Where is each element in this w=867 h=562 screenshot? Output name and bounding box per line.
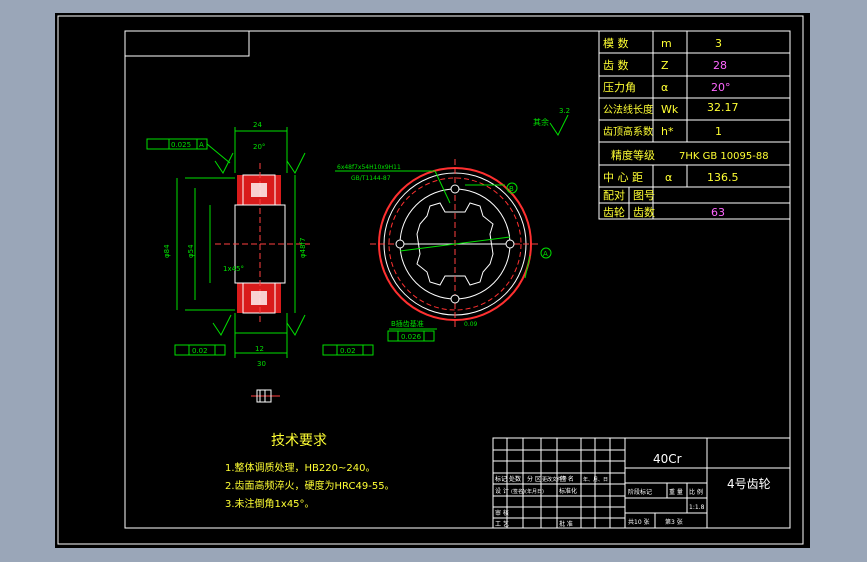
- svg-text:24: 24: [253, 121, 262, 129]
- designer-signature: (签名): [511, 488, 525, 495]
- cad-viewport: 模 数 m 3 齿 数 Z 28 压力角 α 20° 公法线长度 Wk 32.1…: [55, 13, 810, 548]
- param-label: 模 数: [603, 37, 629, 50]
- runout-tolerance: 0.025: [171, 141, 191, 149]
- param-label: 压力角: [603, 81, 636, 94]
- center-distance-value: 136.5: [707, 171, 739, 184]
- designer-label: 设 计: [495, 487, 509, 495]
- bottom-tolerance-right: 0.02: [340, 347, 356, 355]
- standardization-label: 标准化: [559, 487, 577, 495]
- svg-text:0.09: 0.09: [464, 321, 478, 328]
- mating-teeth-value: 63: [711, 206, 725, 219]
- section-view: 24 20° 12 30 1x45° φ84 φ54 φ48f7 0.025 A…: [146, 107, 570, 368]
- parameter-table: 模 数 m 3 齿 数 Z 28 压力角 α 20° 公法线长度 Wk 32.1…: [598, 30, 791, 220]
- title-block: 标记 处数 分 区 更改文件号 签 名 年、月、日 设 计 (签名) (年月日)…: [492, 437, 791, 529]
- b-gear-reference: B插齿基准: [391, 319, 424, 328]
- corner-box: [124, 30, 250, 57]
- technical-requirements: 技术要求 1.整体调质处理，HB220~240。 2.齿面高频淬火，硬度为HRC…: [225, 433, 395, 510]
- param-value: 1: [715, 125, 722, 138]
- tech-item: 1.整体调质处理，HB220~240。: [225, 461, 375, 474]
- approve-label: 批 准: [559, 520, 573, 528]
- spline-standard: GB/T1144-87: [351, 175, 391, 182]
- param-label: 齿 数: [603, 59, 629, 72]
- center-distance-symbol: α: [665, 171, 672, 184]
- param-value: 3: [715, 37, 722, 50]
- svg-text:φ48f7: φ48f7: [299, 238, 307, 258]
- spline-label: 6x48f7x54H10x9H11: [337, 164, 401, 171]
- param-symbol: m: [661, 37, 672, 50]
- param-symbol: Wk: [661, 103, 679, 116]
- tech-title: 技术要求: [271, 433, 327, 449]
- tech-item: 3.未注倒角1x45°。: [225, 497, 315, 510]
- mating-label: 配对: [603, 188, 625, 202]
- tech-item: 2.齿面高频淬火，硬度为HRC49-55。: [225, 479, 395, 492]
- side-view: B A 6x48f7x54H10x9H11 GB/T1144-87 B插齿基准 …: [335, 159, 552, 342]
- svg-text:30: 30: [257, 360, 266, 368]
- datum-a-circle-label: A: [543, 250, 548, 258]
- scale-label: 比 例: [689, 488, 703, 496]
- title-header-cell: 签 名: [560, 475, 574, 483]
- precision-label: 精度等级: [611, 148, 655, 162]
- param-value: 28: [713, 59, 727, 72]
- title-header-cell: 处数: [509, 475, 521, 483]
- title-header-cell: 更改文件号: [542, 476, 567, 483]
- param-symbol: α: [661, 81, 668, 94]
- material: 40Cr: [653, 452, 682, 466]
- title-header-cell: 分 区: [527, 475, 541, 483]
- stage-label: 阶段标记: [628, 488, 652, 496]
- svg-text:12: 12: [255, 345, 264, 353]
- other-surfaces-note: 其余: [533, 117, 549, 127]
- small-part-symbol: [251, 389, 280, 403]
- mating-teeth-label: 齿轮: [603, 205, 625, 219]
- center-distance-label: 中 心 距: [603, 171, 643, 184]
- drawing-canvas: 模 数 m 3 齿 数 Z 28 压力角 α 20° 公法线长度 Wk 32.1…: [57, 15, 804, 545]
- param-value: 20°: [711, 81, 731, 94]
- sheet-number: 第3 张: [665, 518, 683, 526]
- weight-label: 重 量: [669, 488, 683, 496]
- param-symbol: Z: [661, 59, 669, 72]
- sheet-total: 共10 张: [628, 518, 650, 526]
- param-symbol: h*: [661, 125, 674, 138]
- precision-value: 7HK GB 10095-88: [679, 151, 769, 162]
- side-tolerance: 0.026: [401, 333, 422, 341]
- datum-a-label: A: [199, 141, 204, 149]
- datum-b-circle-label: B: [509, 185, 514, 193]
- svg-text:φ84: φ84: [163, 244, 171, 258]
- scale-value: 1:1.8: [689, 504, 705, 511]
- bottom-tolerance-left: 0.02: [192, 347, 208, 355]
- svg-text:1x45°: 1x45°: [223, 265, 244, 273]
- review-label: 审 核: [495, 509, 509, 517]
- mating-col2: 图号: [633, 189, 655, 202]
- roughness-value: 3.2: [559, 107, 570, 115]
- title-header-cell: 标记: [495, 475, 507, 483]
- param-label: 齿顶高系数: [603, 125, 653, 138]
- mating-teeth-col2: 齿数: [633, 206, 655, 219]
- title-header-cell: 年、月、日: [583, 476, 608, 483]
- param-label: 公法线长度: [603, 103, 653, 116]
- svg-text:φ54: φ54: [187, 244, 195, 258]
- designer-date: (年月日): [525, 488, 544, 495]
- outer-frame: [57, 15, 804, 545]
- svg-text:20°: 20°: [253, 143, 265, 151]
- inner-frame: [124, 30, 791, 529]
- process-label: 工 艺: [495, 520, 509, 528]
- part-name: 4号齿轮: [727, 477, 771, 491]
- param-value: 32.17: [707, 101, 739, 114]
